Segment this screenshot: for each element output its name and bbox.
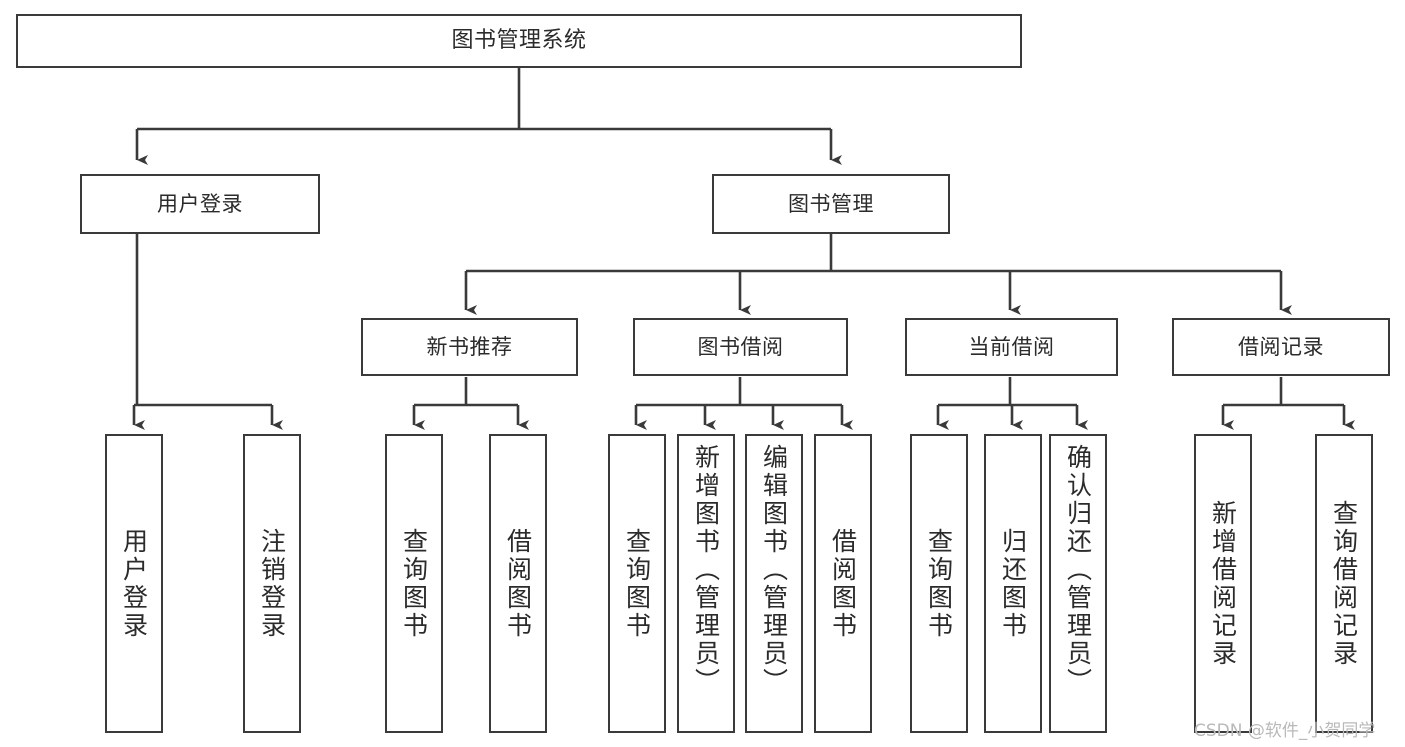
leaf-book-borrow-add-book-admin[interactable]: 新增图书（管理员） bbox=[677, 434, 735, 733]
node-label: 图书管理系统 bbox=[451, 28, 587, 54]
leaf-current-borrow-confirm-return-admin[interactable]: 确认归还（管理员） bbox=[1049, 434, 1107, 733]
node-label: 新增图书（管理员） bbox=[691, 444, 721, 696]
node-user-login[interactable]: 用户登录 bbox=[80, 174, 320, 234]
node-current-borrow[interactable]: 当前借阅 bbox=[905, 318, 1118, 376]
node-label: 用户登录 bbox=[119, 527, 149, 640]
leaf-user-login[interactable]: 用户登录 bbox=[105, 434, 163, 733]
node-root-book-management-system[interactable]: 图书管理系统 bbox=[16, 14, 1022, 68]
leaf-borrow-record-query-record[interactable]: 查询借阅记录 bbox=[1315, 434, 1373, 733]
node-label: 查询图书 bbox=[924, 527, 954, 640]
node-label: 借阅图书 bbox=[828, 527, 858, 640]
node-label: 归还图书 bbox=[998, 527, 1028, 640]
leaf-current-borrow-return-book[interactable]: 归还图书 bbox=[984, 434, 1042, 733]
node-borrow-record[interactable]: 借阅记录 bbox=[1172, 318, 1390, 376]
node-label: 新增借阅记录 bbox=[1208, 499, 1238, 668]
node-label: 注销登录 bbox=[257, 527, 287, 640]
leaf-borrow-record-add-record[interactable]: 新增借阅记录 bbox=[1194, 434, 1252, 733]
leaf-current-borrow-query-book[interactable]: 查询图书 bbox=[910, 434, 968, 733]
node-label: 借阅记录 bbox=[1238, 334, 1324, 359]
node-label: 借阅图书 bbox=[503, 527, 533, 640]
node-new-book-recommend[interactable]: 新书推荐 bbox=[361, 318, 578, 376]
node-label: 查询借阅记录 bbox=[1329, 499, 1359, 668]
watermark-text: CSDN @软件_小贺同学 bbox=[1194, 721, 1376, 741]
node-label: 图书借阅 bbox=[697, 334, 784, 359]
leaf-book-borrow-borrow-book[interactable]: 借阅图书 bbox=[814, 434, 872, 733]
leaf-logout[interactable]: 注销登录 bbox=[243, 434, 301, 733]
node-label: 确认归还（管理员） bbox=[1063, 444, 1093, 696]
leaf-new-book-borrow-book[interactable]: 借阅图书 bbox=[489, 434, 547, 733]
node-label: 编辑图书（管理员） bbox=[759, 444, 789, 696]
leaf-new-book-query-book[interactable]: 查询图书 bbox=[385, 434, 443, 733]
node-label: 查询图书 bbox=[399, 527, 429, 640]
leaf-book-borrow-query-book[interactable]: 查询图书 bbox=[608, 434, 666, 733]
node-book-borrow[interactable]: 图书借阅 bbox=[633, 318, 848, 376]
node-label: 新书推荐 bbox=[426, 334, 513, 359]
leaf-book-borrow-edit-book-admin[interactable]: 编辑图书（管理员） bbox=[745, 434, 803, 733]
node-label: 图书管理 bbox=[788, 191, 874, 216]
node-label: 查询图书 bbox=[622, 527, 652, 640]
node-label: 用户登录 bbox=[157, 191, 243, 216]
node-label: 当前借阅 bbox=[968, 334, 1055, 359]
node-book-management[interactable]: 图书管理 bbox=[712, 174, 950, 234]
